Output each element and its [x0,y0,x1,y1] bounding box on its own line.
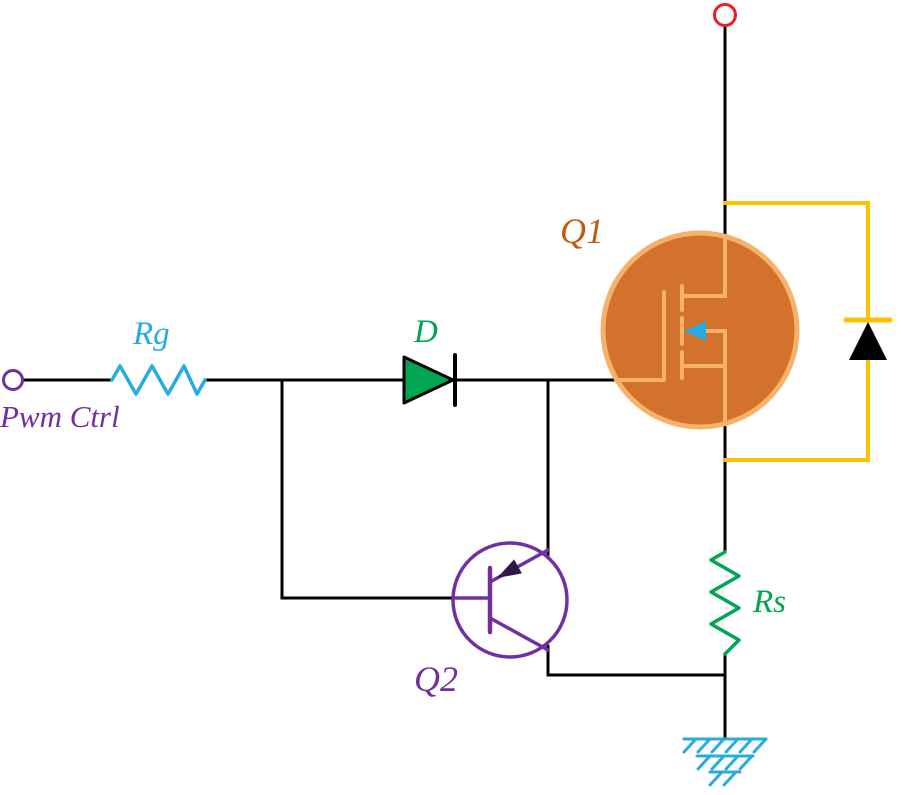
q1-label: Q1 [560,211,604,251]
diode-triangle [402,355,455,405]
q2-collector-lead [488,616,550,652]
d-label: D [413,314,438,350]
body-diode-wire-top [723,201,870,320]
body-diode-wire-bottom [723,358,870,462]
q2-transistor: Q2 [414,541,569,699]
rs-zigzag [709,550,741,656]
mosfet-drain-tap [680,235,727,298]
ground [682,737,768,787]
pwm-terminal-circle [2,369,24,391]
wire-branch-down-left [280,378,456,600]
rg-label: Rg [132,316,170,352]
rg-resistor: Rg [110,316,207,396]
rg-zigzag [110,364,207,396]
q1-mosfet: Q1 [560,211,800,430]
mosfet-source-tap [680,329,727,426]
pwm-label: Pwm Ctrl [0,399,120,434]
supply-terminal [713,3,737,27]
wires [21,24,727,741]
ground-hatch-3 [708,770,738,787]
wire-q2-collector-down [546,644,727,677]
rs-resistor: Rs [709,550,786,656]
supply-terminal-circle [713,3,737,27]
q2-label: Q2 [414,659,458,699]
ground-hatch-1 [682,737,768,754]
d-diode: D [402,314,457,407]
pwm-terminal: Pwm Ctrl [0,369,120,434]
q2-emitter-arrow-icon [497,559,522,578]
q2-circle [451,541,569,659]
mosfet-body-arrow-icon [684,321,706,341]
body-diode [723,201,893,462]
ground-hatch-2 [696,754,754,771]
body-diode-triangle [849,322,887,360]
rs-label: Rs [752,584,786,620]
